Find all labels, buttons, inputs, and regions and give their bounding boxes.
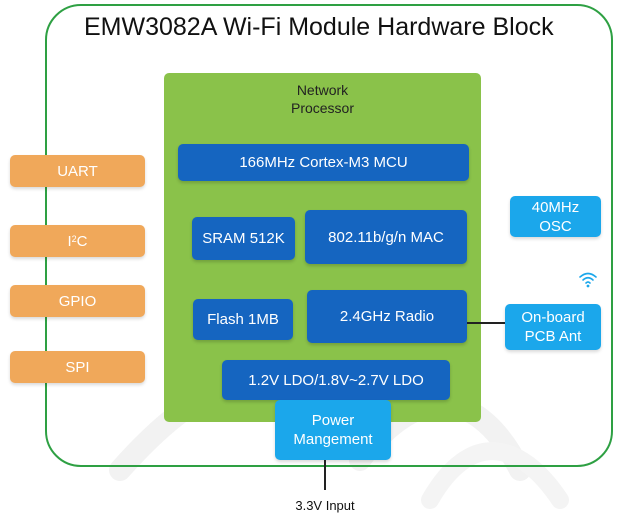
network-processor-label-line1: Network [296,82,349,98]
power-label-line2: Mangement [293,431,373,448]
radio-block: 2.4GHz Radio [307,290,467,343]
spi-interface: SPI [10,351,145,383]
antenna-label-line2: PCB Ant [524,328,582,345]
i2c-label-base: I [67,232,72,250]
power-input-connector [324,460,326,490]
network-processor-label-line2: Processor [290,100,355,116]
mcu-block: 166MHz Cortex-M3 MCU [178,144,469,181]
flash-block: Flash 1MB [193,299,293,340]
ldo-block: 1.2V LDO/1.8V~2.7V LDO [222,360,450,400]
osc-label-line1: 40MHz [531,198,580,216]
network-processor-label: Network Processor [164,81,481,117]
mac-block: 802.11b/g/n MAC [305,210,467,264]
osc-label-line2: OSC [539,217,572,235]
sram-block: SRAM 512K [192,217,295,260]
antenna-label-line1: On-board [521,309,585,326]
gpio-interface: GPIO [10,285,145,317]
radio-antenna-connector [467,322,505,324]
diagram-title: EMW3082A Wi-Fi Module Hardware Block [84,13,554,41]
power-input-label: 3.3V Input [295,498,355,513]
power-label-line1: Power [311,412,355,429]
uart-interface: UART [10,155,145,187]
osc-block: 40MHz OSC [510,196,601,237]
antenna-block: On-board PCB Ant [505,304,601,350]
power-management-block: Power Mangement [275,400,391,460]
wifi-icon [579,272,597,288]
i2c-label-superscript: 2 [71,234,77,244]
i2c-label-tail: C [76,232,88,250]
